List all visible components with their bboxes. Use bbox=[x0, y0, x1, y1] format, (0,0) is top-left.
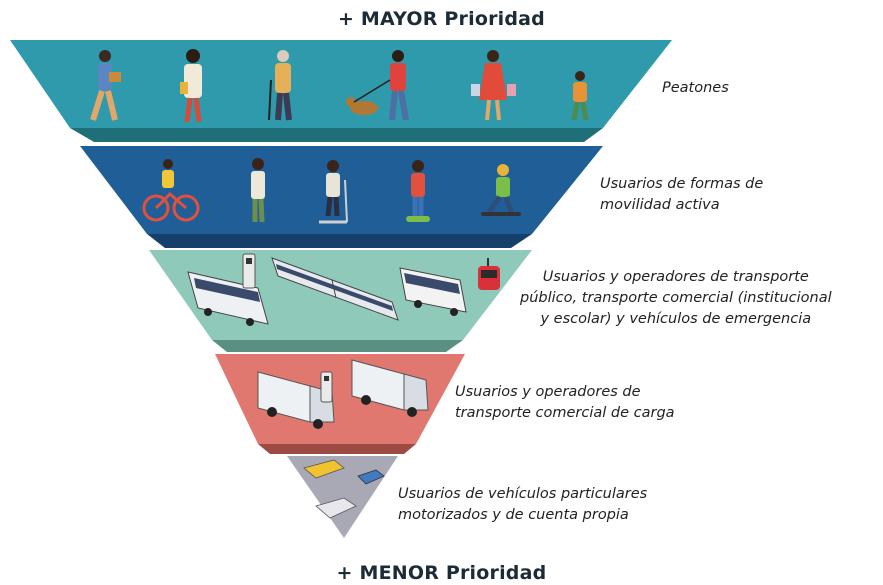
articulated-bus-icon bbox=[271, 257, 399, 321]
cable-car-icon bbox=[478, 258, 500, 290]
bus-icon bbox=[187, 271, 269, 326]
tier-label-particulares: Usuarios de vehículos particulares motor… bbox=[398, 484, 647, 526]
child-icon bbox=[571, 71, 589, 121]
tier-label-carga: Usuarios y operadores de transporte come… bbox=[455, 382, 675, 424]
tier-particulares bbox=[287, 456, 398, 538]
tier-label-line: motorizados y de cuenta propia bbox=[398, 507, 629, 524]
tier-carga-band bbox=[258, 444, 416, 454]
cyclist-icon bbox=[142, 159, 200, 222]
tier-label-line: movilidad activa bbox=[600, 197, 720, 214]
minibus-icon bbox=[399, 267, 467, 316]
hoverboard-icon bbox=[406, 160, 430, 222]
car-icon bbox=[315, 497, 357, 519]
top-heading: + MAYOR Prioridad bbox=[338, 8, 545, 30]
dog-walker-icon bbox=[346, 50, 409, 121]
tier-transporte-publico bbox=[149, 250, 532, 352]
car-icon bbox=[357, 469, 385, 485]
pedestrian-icon bbox=[268, 50, 292, 121]
tier-label-line: Usuarios de vehículos particulares bbox=[398, 486, 648, 502]
scooter-icon bbox=[319, 160, 348, 224]
tier-label-movilidad: Usuarios de formas de movilidad activa bbox=[600, 174, 763, 216]
pedestrian-icon bbox=[471, 50, 516, 121]
tier-movilidad-band bbox=[80, 146, 603, 234]
tier-label-line: transporte comercial de carga bbox=[455, 405, 675, 422]
truck-icon bbox=[351, 359, 429, 417]
taxi-icon bbox=[303, 459, 345, 479]
pedestrian-icon bbox=[180, 49, 202, 123]
tier-peatones-band bbox=[70, 128, 603, 142]
tier-label-peatones: Peatones bbox=[662, 78, 729, 99]
pedestrian-icon bbox=[251, 158, 265, 223]
tier-label-line: Usuarios y operadores de bbox=[455, 384, 641, 400]
tier-label-line: Peatones bbox=[662, 80, 729, 96]
tier-label-line: Usuarios de formas de bbox=[600, 176, 764, 192]
skateboard-icon bbox=[481, 164, 521, 216]
tier-label-line: y escolar) y vehículos de emergencia bbox=[540, 311, 812, 328]
tier-label-line: público, transporte comercial (instituci… bbox=[520, 290, 832, 307]
charging-station-icon bbox=[242, 253, 256, 289]
tier-label-publico: Usuarios y operadores de transporte públ… bbox=[520, 267, 832, 330]
tier-peatones-band bbox=[10, 40, 672, 128]
tier-movilidad-activa bbox=[80, 146, 603, 248]
charging-station-icon bbox=[320, 371, 333, 403]
tier-peatones bbox=[10, 40, 672, 142]
tier-carga bbox=[215, 354, 465, 454]
tier-label-line: Usuarios y operadores de transporte bbox=[542, 269, 809, 285]
pedestrian-icon bbox=[90, 50, 121, 121]
tier-publico-band bbox=[212, 340, 463, 352]
tier-movilidad-band bbox=[147, 234, 532, 248]
bottom-heading: + MENOR Prioridad bbox=[336, 562, 547, 584]
